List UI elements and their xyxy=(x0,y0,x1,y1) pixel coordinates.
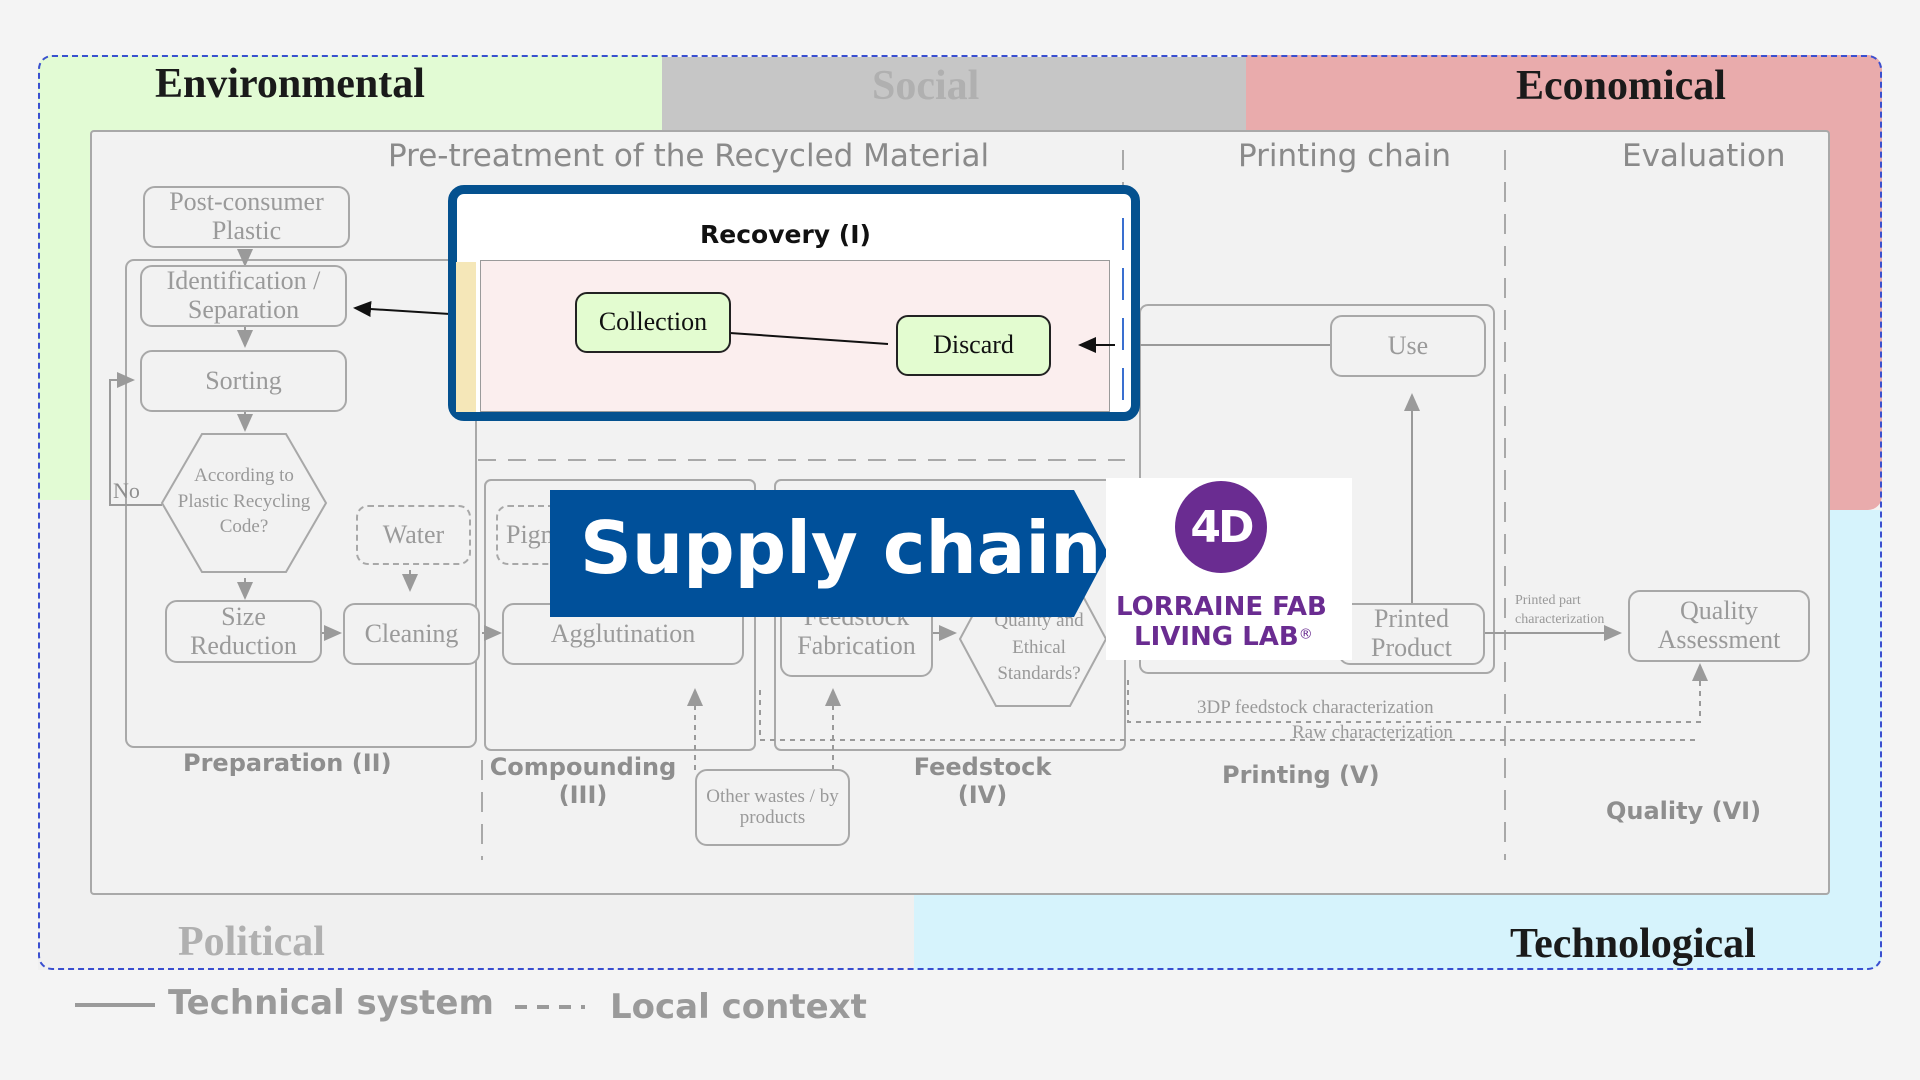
identification-separation-box: Identification / Separation xyxy=(140,265,347,327)
sorting-box: Sorting xyxy=(140,350,347,412)
feedstock-stage-line1: Feedstock xyxy=(913,753,1052,781)
social-zone xyxy=(662,57,1246,137)
cleaning-box: Cleaning xyxy=(343,603,480,665)
supply-chain-label: Supply chain xyxy=(580,506,1102,590)
other-wastes-box: Other wastes / by products xyxy=(695,769,850,846)
logo-4d-mark: 4D xyxy=(1175,481,1267,573)
feedstock-fabrication-label: Fabrication xyxy=(797,630,916,660)
lorraine-fab-logo: 4D LORRAINE FAB LIVING LAB® xyxy=(1106,478,1352,660)
logo-registered-mark: ® xyxy=(1298,626,1313,643)
plastic-code-decision-shape xyxy=(160,433,328,573)
legend-technical-system: Technical system xyxy=(168,983,494,1023)
recovery-dashed-edge xyxy=(1122,218,1124,414)
logo-4d-text: 4D xyxy=(1190,501,1254,553)
logo-line2: LIVING LAB xyxy=(1134,622,1299,652)
preparation-stage-label: Preparation (II) xyxy=(183,749,392,777)
compounding-stage-label: Compounding (III) xyxy=(488,753,678,809)
discard-box: Discard xyxy=(896,315,1051,376)
post-consumer-plastic-box: Post-consumer Plastic xyxy=(143,186,350,248)
size-reduction-box: Size Reduction xyxy=(165,600,322,663)
political-label: Political xyxy=(178,919,325,965)
recovery-yellow-strip xyxy=(456,262,476,412)
evaluation-heading: Evaluation xyxy=(1622,138,1786,174)
use-box: Use xyxy=(1330,315,1486,377)
printed-product-box: Printed Product xyxy=(1338,603,1485,665)
legend-local-context: Local context xyxy=(610,987,867,1027)
compounding-stage-line1: Compounding xyxy=(489,753,677,781)
quality-stage-label: Quality (VI) xyxy=(1606,797,1762,825)
printed-part-characterization-label: Printed part characterization xyxy=(1515,593,1605,627)
legend-dashed-line xyxy=(515,1005,585,1009)
logo-line2-wrap: LIVING LAB® xyxy=(1134,622,1313,652)
feedstock-characterization-label: 3DP feedstock characterization xyxy=(1197,697,1434,718)
printing-chain-heading: Printing chain xyxy=(1238,138,1452,174)
supply-chain-banner-shape xyxy=(550,462,1108,617)
feedstock-stage-line2: (IV) xyxy=(957,780,1008,809)
quality-assessment-box: Quality Assessment xyxy=(1628,590,1810,662)
technological-label: Technological xyxy=(1510,921,1756,967)
social-label: Social xyxy=(872,63,980,109)
agglutination-box: Agglutination xyxy=(502,603,744,665)
economical-label: Economical xyxy=(1516,63,1726,109)
legend-solid-line xyxy=(75,1003,155,1007)
collection-box: Collection xyxy=(575,292,731,353)
water-box: Water xyxy=(356,505,471,565)
pretreatment-heading: Pre-treatment of the Recycled Material xyxy=(388,138,990,174)
compounding-stage-line2: (III) xyxy=(558,780,608,809)
plastic-code-decision-label: According to Plastic Recycling Code? xyxy=(177,465,311,538)
logo-line1: LORRAINE FAB xyxy=(1116,592,1327,622)
no-label: No xyxy=(113,478,140,503)
local-context-boundary xyxy=(38,55,1882,970)
recovery-title: Recovery (I) xyxy=(700,220,871,249)
environmental-label: Environmental xyxy=(155,61,425,107)
printing-stage-label: Printing (V) xyxy=(1222,761,1380,789)
feedstock-stage-label: Feedstock (IV) xyxy=(895,753,1070,809)
raw-characterization-label: Raw characterization xyxy=(1292,722,1453,743)
